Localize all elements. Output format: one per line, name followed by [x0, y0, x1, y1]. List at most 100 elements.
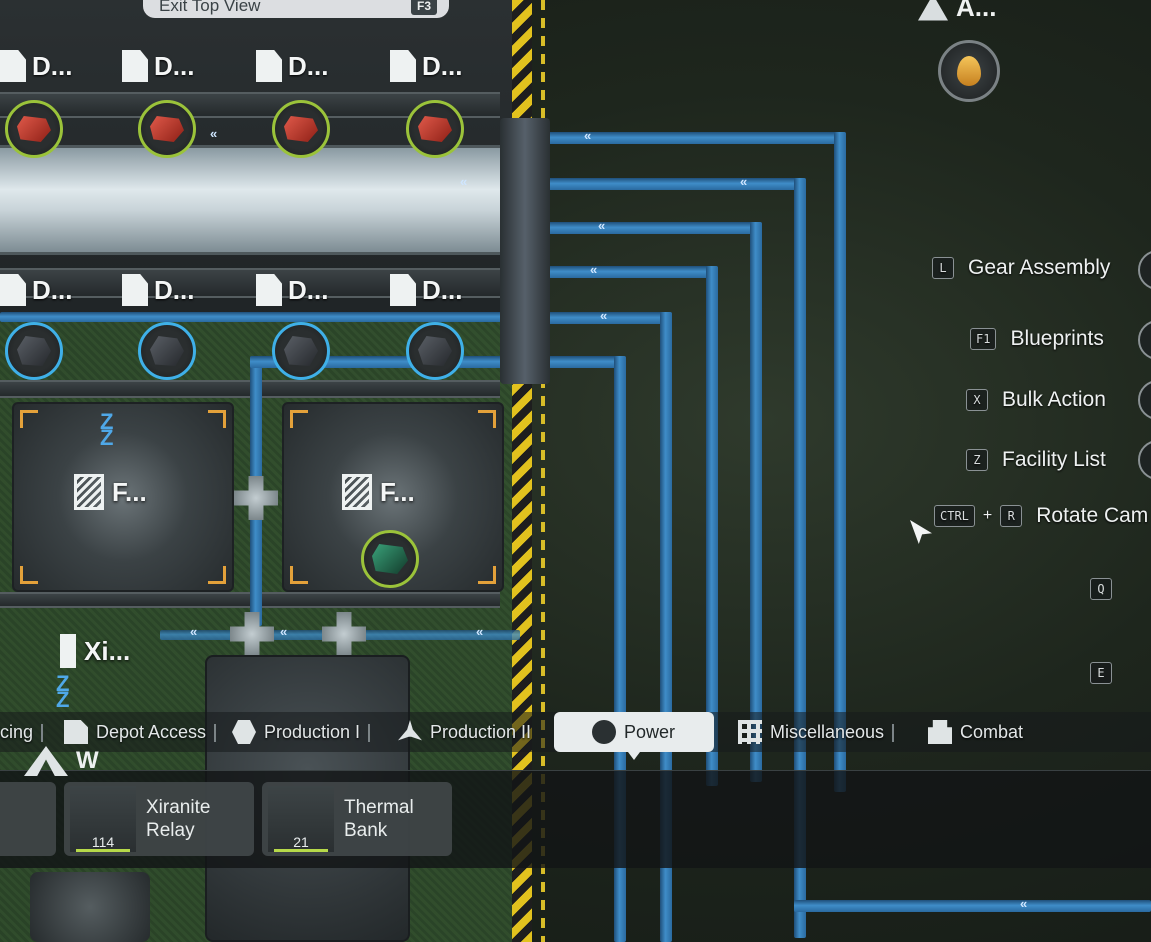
shortcut-bulk-action[interactable]: X Bulk Action [966, 388, 1106, 412]
depot-icon [122, 274, 148, 306]
green-crystal-icon [372, 544, 408, 574]
hexagon-icon [232, 720, 256, 744]
depot-label[interactable]: D... [122, 50, 194, 82]
shortcut-gear-assembly[interactable]: L Gear Assembly [932, 256, 1110, 280]
separator [41, 724, 44, 742]
shortcut-facility-list[interactable]: Z Facility List [966, 448, 1106, 472]
depot-label[interactable]: D... [0, 274, 72, 306]
depot-icon [256, 274, 282, 306]
furnace-icon [74, 474, 104, 510]
dark-ore-icon [284, 336, 318, 366]
build-card-xiranite-relay[interactable]: 114 Xiranite Relay [64, 782, 254, 856]
grid-icon [738, 720, 762, 744]
flow-arrow-icon: « [1020, 896, 1028, 911]
red-ore-icon [418, 116, 452, 142]
depot-label[interactable]: D... [122, 274, 194, 306]
pipe [520, 132, 846, 144]
count-underline [76, 849, 130, 852]
tab-production-2[interactable]: Production II [398, 712, 531, 752]
build-card-thermal-bank[interactable]: 21 Thermal Bank [262, 782, 452, 856]
storage-module [0, 145, 500, 255]
depot-icon [390, 50, 416, 82]
red-ore-icon [17, 116, 51, 142]
flow-arrow-icon: « [210, 126, 218, 141]
flow-arrow-icon: « [476, 624, 484, 639]
ore-slot[interactable] [5, 100, 63, 158]
dark-ore-icon [150, 336, 184, 366]
ore-slot[interactable] [138, 100, 196, 158]
tab-power[interactable]: Power [554, 712, 714, 752]
tab-miscellaneous[interactable]: Miscellaneous [738, 712, 895, 752]
flow-arrow-icon: « [584, 128, 592, 143]
build-card-partial[interactable] [0, 782, 56, 856]
key-hint: R [1000, 505, 1023, 527]
frame-corner [20, 566, 38, 584]
depot-label[interactable]: D... [0, 50, 72, 82]
shortcut-rotate-camera[interactable]: CTRL + R Rotate Cam [934, 504, 1148, 528]
key-hint: L [932, 257, 954, 279]
facility-label: W [24, 746, 99, 776]
furnace-machine[interactable] [12, 402, 234, 592]
ore-slot[interactable] [5, 322, 63, 380]
top-right-label: A... [918, 0, 996, 23]
ore-slot[interactable] [138, 322, 196, 380]
flow-arrow-icon: « [280, 624, 288, 639]
key-hint: F1 [970, 328, 997, 350]
power-icon [592, 720, 616, 744]
thermal-bank-thumb-icon: 21 [268, 786, 334, 852]
pipe [520, 312, 672, 324]
pipe [794, 900, 1151, 912]
depot-label[interactable]: D... [256, 274, 328, 306]
red-ore-icon [284, 116, 318, 142]
frame-corner [208, 566, 226, 584]
count-underline [274, 849, 328, 852]
key-hint: X [966, 389, 988, 411]
depot-icon [0, 274, 26, 306]
ore-slot[interactable] [406, 322, 464, 380]
dark-ore-icon [17, 336, 51, 366]
exit-top-view-button[interactable]: Exit Top View F3 [143, 0, 449, 18]
tab-production-1[interactable]: Production I [232, 712, 371, 752]
machine-part [30, 872, 150, 942]
pipe-manifold [500, 118, 550, 384]
separator [892, 724, 895, 742]
tab-depot-access[interactable]: Depot Access [64, 712, 217, 752]
pipe [520, 266, 718, 278]
turret-icon [928, 720, 952, 744]
conveyor-belt [0, 268, 500, 298]
relay-thumb-icon: 114 [70, 786, 136, 852]
tab-processing[interactable]: cing [0, 712, 44, 752]
depot-label[interactable]: D... [256, 50, 328, 82]
tri-node-icon [398, 720, 422, 741]
key-hint-q: Q [1090, 578, 1112, 600]
tab-combat[interactable]: Combat [928, 712, 1023, 752]
fuel-button[interactable] [938, 40, 1000, 102]
pipe [834, 132, 846, 792]
ore-slot[interactable] [406, 100, 464, 158]
pipe [520, 178, 806, 190]
shortcut-blueprints[interactable]: F1 Blueprints [970, 327, 1104, 351]
frame-corner [290, 410, 308, 428]
depot-icon [64, 720, 88, 744]
output-slot[interactable] [361, 530, 419, 588]
frame-corner [478, 566, 496, 584]
furnace-icon [342, 474, 372, 510]
machine-label: F... [342, 474, 415, 510]
flow-arrow-icon: « [190, 624, 198, 639]
frame-corner [208, 410, 226, 428]
flow-arrow-icon: « [460, 174, 468, 189]
separator [368, 724, 371, 742]
pipe [0, 312, 520, 322]
depot-label[interactable]: D... [390, 274, 462, 306]
flow-arrow-icon: « [598, 218, 606, 233]
depot-label[interactable]: D... [390, 50, 462, 82]
ore-slot[interactable] [272, 100, 330, 158]
depot-icon [256, 50, 282, 82]
relay-label: Xi... [60, 634, 130, 668]
flow-arrow-icon: « [740, 174, 748, 189]
pipe [750, 222, 762, 782]
machine-label: F... [74, 474, 147, 510]
flow-arrow-icon: « [590, 262, 598, 277]
ore-slot[interactable] [272, 322, 330, 380]
